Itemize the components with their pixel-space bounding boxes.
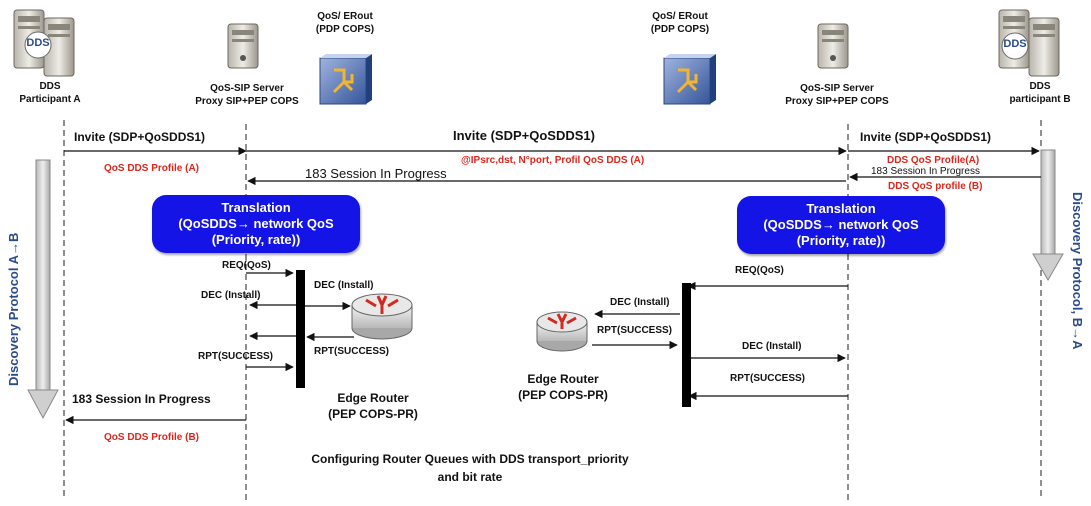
- translation-right-line3: (Priority, rate)): [796, 233, 886, 248]
- participant-b-line2: participant B: [1009, 94, 1071, 105]
- profile-b-red-bottom-label: QoS DDS Profile (B): [104, 432, 200, 443]
- translation-box-left: Translation (QoSDDS→ network QoS (Priori…: [152, 195, 360, 253]
- pdp-right-icon: [663, 54, 716, 105]
- cops-left-rpt2: RPT(SUCCESS): [198, 351, 274, 362]
- discovery-protocol-right-label: Discovery Protocol, B→A: [1070, 192, 1085, 350]
- cops-left-req: REQ(QoS): [222, 260, 271, 271]
- edge-router-right-label: Edge Router (PEP COPS-PR): [508, 371, 618, 403]
- pdp-left-label: QoS/ ERout (PDP COPS): [300, 10, 390, 36]
- translation-right-line2: (QoSDDS→ network QoS: [763, 217, 919, 232]
- cops-right-dec1: DEC (Install): [610, 297, 670, 308]
- edge-router-left-label: Edge Router (PEP COPS-PR): [318, 390, 428, 422]
- pdp-left-icon: [319, 54, 372, 105]
- session-b-small-label: 183 Session In Progress: [871, 166, 980, 177]
- server-left-label: QoS-SIP Server Proxy SIP+PEP COPS: [182, 82, 312, 108]
- session-a-bottom-label: 183 Session In Progress: [72, 392, 211, 406]
- translation-left-line2: (QoSDDS→ network QoS: [178, 216, 334, 231]
- cops-right-rpt1: RPT(SUCCESS): [597, 325, 673, 336]
- dds-logo-a: DDS: [26, 37, 50, 49]
- translation-left-line3: (Priority, rate)): [211, 232, 301, 247]
- footer-caption: Configuring Router Queues with DDS trans…: [255, 450, 685, 486]
- cops-left-exchange: [246, 268, 354, 372]
- discovery-arrow-right: [1032, 149, 1064, 282]
- pdp-right-line1: QoS/ ERout: [652, 11, 708, 22]
- server-right-line2: Proxy SIP+PEP COPS: [785, 96, 889, 107]
- cops-right-rpt2: RPT(SUCCESS): [730, 373, 806, 384]
- router-left-icon: [351, 293, 413, 340]
- cops-left-dec2: DEC (Install): [314, 280, 374, 291]
- server-left-icon: [227, 23, 259, 69]
- translation-box-right: Translation (QoSDDS→ network QoS (Priori…: [737, 196, 945, 254]
- pdp-right-label: QoS/ ERout (PDP COPS): [635, 10, 725, 36]
- cops-left-dec1: DEC (Install): [201, 290, 261, 301]
- cops-right-dec2: DEC (Install): [742, 341, 802, 352]
- invite-b-label: Invite (SDP+QoSDDS1): [860, 130, 992, 144]
- edge-router-left-line1: Edge Router: [337, 391, 409, 405]
- participant-a-icon: [13, 9, 75, 77]
- pdp-right-line2: (PDP COPS): [650, 24, 710, 35]
- cops-left-rpt1: RPT(SUCCESS): [314, 346, 390, 357]
- server-right-label: QoS-SIP Server Proxy SIP+PEP COPS: [772, 82, 902, 108]
- translation-right-line1: Translation: [806, 201, 876, 216]
- participant-a-label: DDS Participant A: [10, 80, 90, 106]
- mid-red-label: @IPsrc,dst, N°port, Profil QoS DDS (A): [461, 155, 645, 166]
- participant-b-icon: [998, 9, 1060, 77]
- edge-router-left-line2: (PEP COPS-PR): [328, 407, 418, 421]
- dds-profile-b-red-label: DDS QoS profile (B): [888, 181, 983, 192]
- invite-a-label: Invite (SDP+QoSDDS1): [74, 130, 206, 144]
- discovery-arrow-left: [27, 159, 59, 420]
- server-right-line1: QoS-SIP Server: [800, 83, 874, 94]
- participant-a-line1: DDS: [39, 81, 61, 92]
- invite-mid-label: Invite (SDP+QoSDDS1): [453, 128, 595, 143]
- participant-b-label: DDS participant B: [1000, 80, 1080, 106]
- translation-left-line1: Translation: [221, 200, 291, 215]
- pdp-left-line1: QoS/ ERout: [317, 11, 373, 22]
- edge-router-right-line2: (PEP COPS-PR): [518, 388, 608, 402]
- server-left-line2: Proxy SIP+PEP COPS: [195, 96, 299, 107]
- edge-router-left-bar: [296, 270, 305, 388]
- cops-right-req: REQ(QoS): [735, 265, 784, 276]
- dds-profile-a-red-label: DDS QoS Profile(A): [887, 155, 980, 166]
- cops-right-exchange: [592, 281, 848, 401]
- dds-logo-b: DDS: [1003, 38, 1027, 50]
- server-left-line1: QoS-SIP Server: [210, 83, 284, 94]
- profile-a-red-label: QoS DDS Profile (A): [104, 163, 200, 174]
- discovery-protocol-left-label: Discovery Protocol A→B: [6, 232, 21, 386]
- footer-line2: and bit rate: [437, 470, 503, 484]
- session-mid-label: 183 Session In Progress: [305, 166, 447, 181]
- server-right-icon: [817, 23, 849, 69]
- pdp-left-line2: (PDP COPS): [315, 24, 375, 35]
- router-right-icon: [536, 311, 588, 352]
- edge-router-right-bar: [682, 283, 691, 407]
- participant-b-line1: DDS: [1029, 81, 1051, 92]
- edge-router-right-line1: Edge Router: [527, 372, 599, 386]
- participant-a-line2: Participant A: [19, 94, 81, 105]
- footer-line1: Configuring Router Queues with DDS trans…: [311, 452, 629, 466]
